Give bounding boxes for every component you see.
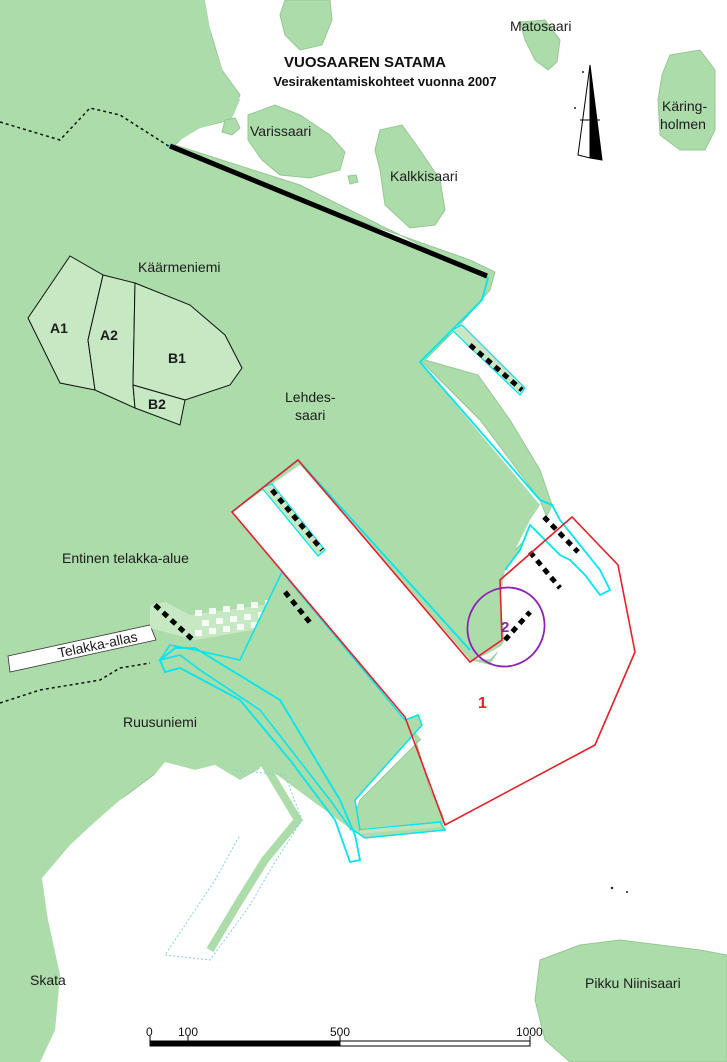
- label-lehdessaari-2: saari: [295, 407, 326, 423]
- island-pikku-niinisaari: [534, 939, 727, 1062]
- label-kaarmeniemi: Käärmeniemi: [138, 259, 221, 275]
- label-area-b1: B1: [168, 350, 186, 366]
- island-kalkkisaari: [374, 124, 446, 229]
- label-karingholmen-2: holmen: [660, 116, 706, 132]
- site-2-outline: [466, 586, 546, 668]
- scale-label-100: 100: [178, 1025, 199, 1039]
- scale-bar: [149, 1036, 531, 1047]
- label-matosaari: Matosaari: [510, 18, 572, 34]
- new-shoreline-lower: [158, 647, 362, 864]
- label-site-1: 1: [478, 695, 487, 712]
- harbour-quay-west: [158, 570, 447, 839]
- label-lehdessaari-1: Lehdes-: [285, 389, 336, 405]
- label-site-2: 2: [501, 619, 510, 636]
- breakwater: [169, 143, 488, 279]
- rock-dots: [574, 71, 628, 893]
- label-varissaari: Varissaari: [250, 123, 312, 139]
- ruusuniemi-pier: [206, 757, 303, 953]
- label-area-a1: A1: [50, 320, 68, 336]
- label-area-b2: B2: [148, 396, 166, 412]
- border-south: [0, 662, 151, 704]
- island-karingholmen: [657, 49, 716, 151]
- dredging-lines: [153, 343, 580, 642]
- skata-coast: [0, 880, 60, 1062]
- island-north-1: [279, 0, 333, 51]
- island-varissaari: [247, 104, 346, 179]
- scale-label-1000: 1000: [516, 1025, 543, 1039]
- north-arrow-icon: [577, 64, 603, 161]
- label-area-a2: A2: [100, 327, 118, 343]
- harbour-quay-strip: [359, 823, 441, 834]
- scale-label-0: 0: [146, 1025, 153, 1039]
- island-small-1: [221, 117, 241, 136]
- label-pikku-niinisaari: Pikku Niinisaari: [585, 975, 681, 991]
- island-small-2: [347, 174, 359, 185]
- label-ruusuniemi: Ruusuniemi: [123, 714, 197, 730]
- map-title: VUOSAAREN SATAMA: [284, 54, 446, 71]
- dredging-area-kaarmeniemi: [27, 255, 243, 426]
- island-matosaari: [519, 19, 561, 71]
- ruusuniemi-pier-outline: [164, 769, 303, 961]
- map-subtitle: Vesirakentamiskohteet vuonna 2007: [273, 74, 497, 89]
- site-1-outline: [230, 458, 636, 827]
- label-entinen-telakka-alue: Entinen telakka-alue: [62, 550, 189, 566]
- southwest-land: [0, 645, 270, 1062]
- label-kalkkisaari: Kalkkisaari: [390, 168, 458, 184]
- label-skata: Skata: [30, 972, 66, 988]
- border-north: [0, 107, 171, 148]
- scale-label-500: 500: [330, 1025, 351, 1039]
- telakka-allas-basin: [7, 624, 157, 673]
- label-karingholmen-1: Käring-: [662, 98, 708, 114]
